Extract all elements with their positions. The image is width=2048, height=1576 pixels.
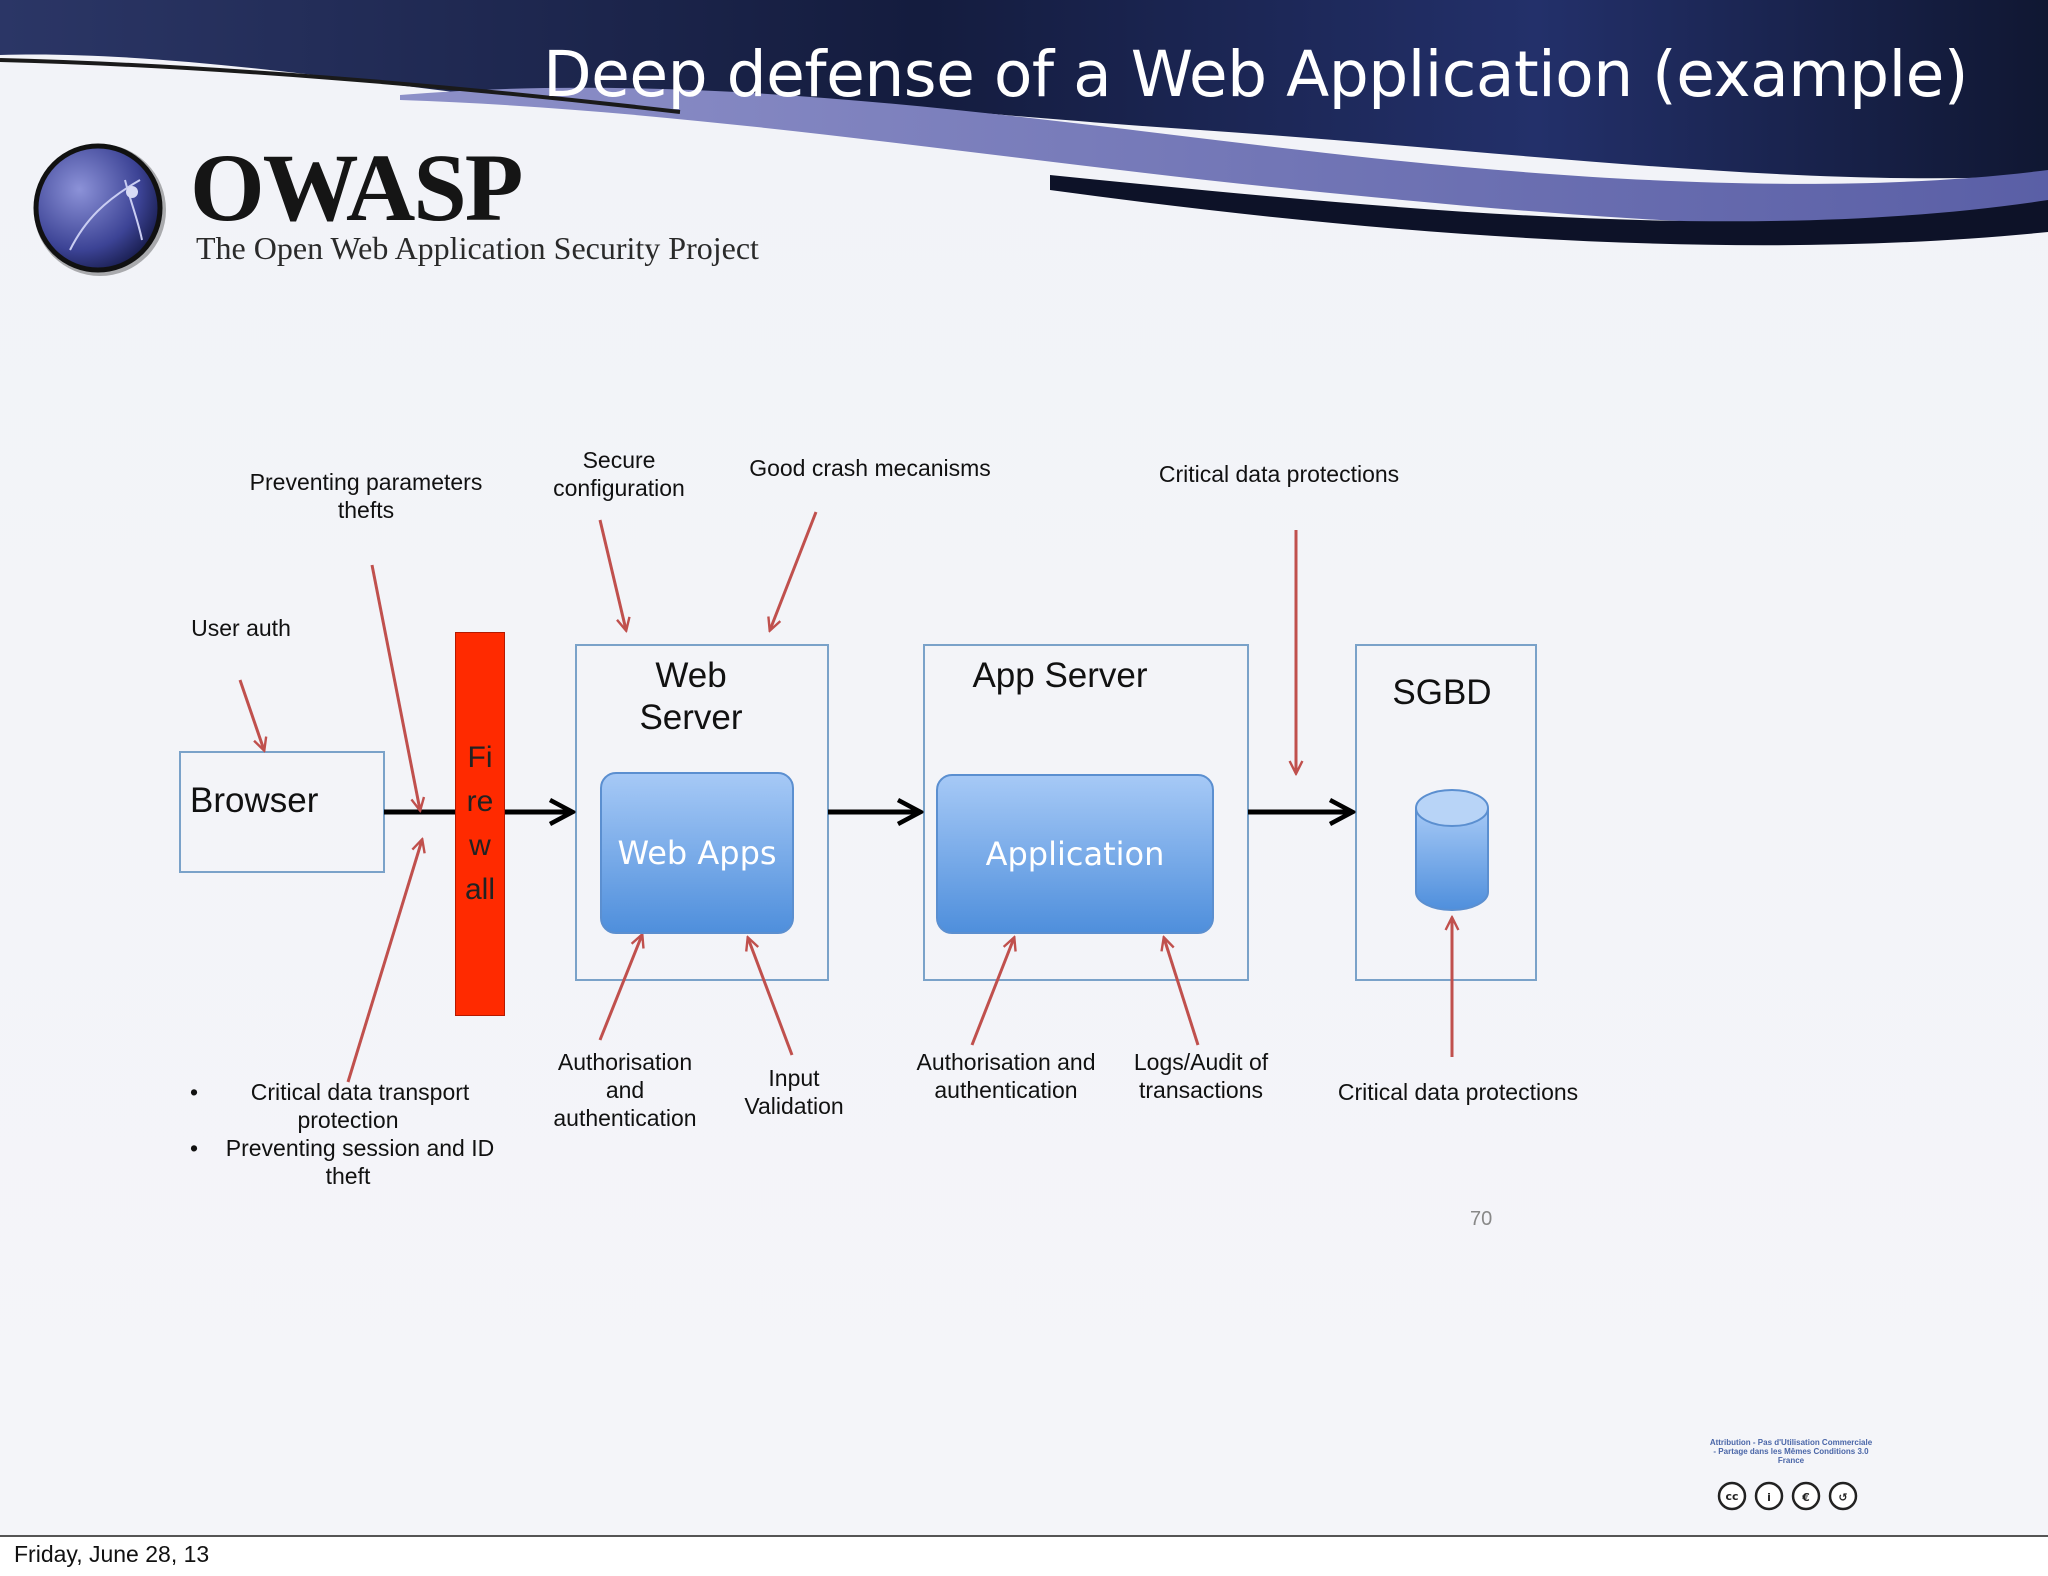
web-server-label: Web Server	[639, 656, 743, 737]
annotation-critical-bottom: Critical data protections	[1337, 1079, 1579, 1105]
app-server-label: App Server	[972, 656, 1148, 695]
annotation-preventing-params: Preventing parameters thefts	[249, 469, 483, 523]
slide: Deep defense of a Web Application (examp…	[0, 0, 2048, 1537]
arrow-transport	[346, 840, 422, 1083]
firewall-label-1: Fi	[467, 741, 493, 774]
firewall-label-3: w	[469, 829, 491, 862]
page-number: 70	[1470, 1208, 1493, 1230]
annotation-secure-config: Secure configuration	[553, 447, 685, 501]
svg-text:i: i	[1767, 1491, 1771, 1504]
arrow-secure-config	[598, 519, 626, 630]
annotation-session-1: Preventing session and ID	[225, 1135, 495, 1161]
database-cylinder-icon	[1415, 789, 1489, 911]
svg-text:cc: cc	[1725, 1490, 1738, 1503]
arrow-user-auth	[238, 679, 264, 750]
firewall: Fi re w all	[455, 632, 505, 1016]
cc-license-icons: cc i € ↺	[1717, 1481, 1858, 1511]
arrow-preventing-params	[370, 564, 420, 810]
arrow-logs	[1164, 938, 1200, 1046]
browser-label: Browser	[190, 781, 319, 820]
annotation-transport-1: Critical data transport	[250, 1079, 470, 1105]
firewall-label-4: all	[464, 873, 495, 906]
arrow-authz-app	[970, 938, 1014, 1046]
annotation-input-validation: Input Validation	[744, 1065, 844, 1119]
annotation-transport-2: protection	[297, 1107, 399, 1133]
firewall-label-2: re	[466, 785, 494, 818]
header-banner	[0, 0, 2048, 246]
annotation-session-2: theft	[325, 1163, 371, 1189]
annotation-crash: Good crash mecanisms	[749, 455, 991, 481]
creative-commons-badge: Attribution - Pas d'Utilisation Commerci…	[1708, 1436, 1874, 1514]
annotation-transport-list: • Critical data transport protection • P…	[180, 1078, 520, 1190]
annotation-logs: Logs/Audit of transactions	[1133, 1049, 1269, 1103]
owasp-globe-icon	[33, 143, 166, 276]
arrow-crash	[770, 511, 818, 630]
architecture-diagram	[179, 511, 1537, 1083]
arrow-authz-web	[598, 935, 642, 1041]
owasp-wordmark: OWASP	[190, 134, 523, 241]
annotation-user-auth: User auth	[191, 615, 291, 641]
sgbd-box	[1355, 644, 1537, 981]
slide-title: Deep defense of a Web Application (examp…	[543, 38, 1968, 111]
svg-text:€: €	[1801, 1491, 1810, 1504]
svg-text:↺: ↺	[1838, 1491, 1847, 1504]
annotation-authz-app: Authorisation and authentication	[916, 1049, 1096, 1103]
license-text: Attribution - Pas d'Utilisation Commerci…	[1709, 1438, 1873, 1465]
sgbd-label: SGBD	[1392, 673, 1492, 712]
web-apps-shape: Web Apps	[600, 772, 794, 934]
arrow-input-validation	[748, 938, 794, 1056]
annotation-critical-top: Critical data protections	[1158, 461, 1400, 487]
footer-date: Friday, June 28, 13	[14, 1541, 210, 1567]
application-shape: Application	[936, 774, 1214, 934]
owasp-tagline: The Open Web Application Security Projec…	[196, 230, 759, 266]
annotation-authz-web: Authorisation and authentication	[553, 1049, 697, 1131]
